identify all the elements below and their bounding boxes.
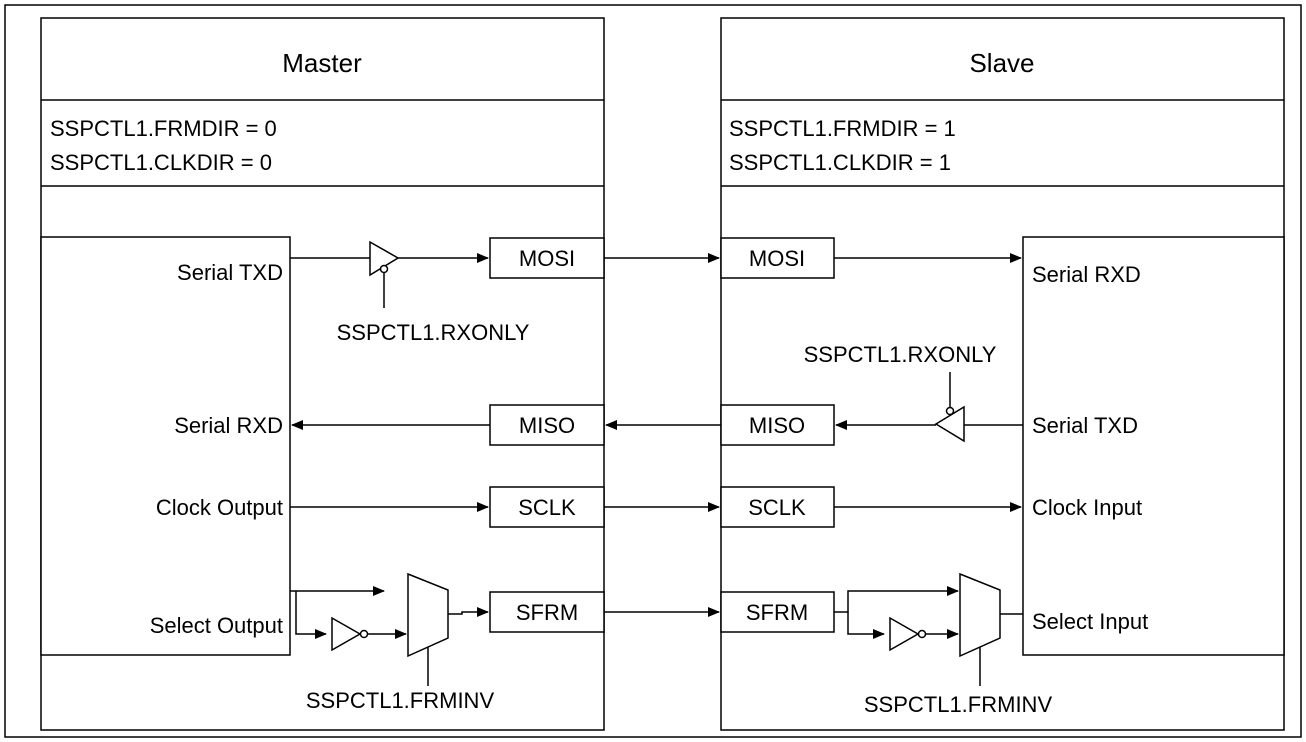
master-select-mux [290,572,489,686]
master-frmdir-config: SSPCTL1.FRMDIR = 0 [50,116,277,141]
master-select-inverter [331,616,362,652]
slave-select-input-label: Select Input [1032,609,1148,634]
slave-select-mux [834,572,1023,686]
slave-txd-buffer: SSPCTL1.RXONLY [804,342,1023,443]
master-frminv-label: SSPCTL1.FRMINV [306,688,495,713]
slave-sfrm-label: SFRM [746,600,808,625]
master-sfrm-pin [489,591,605,633]
master-controller-box [40,236,291,656]
slave-clkdir-config: SSPCTL1.CLKDIR = 1 [729,150,951,175]
slave-miso-label: MISO [749,413,805,438]
slave-sclk-label: SCLK [748,495,806,520]
master-sclk-pin [489,486,605,528]
master-sfrm-label: SFRM [516,600,578,625]
slave-mosi-pin [720,237,835,279]
master-serial-txd-label: Serial TXD [177,260,283,285]
slave-miso-pin [720,404,835,446]
master-clock-output-label: Clock Output [156,495,283,520]
slave-serial-rxd-label: Serial RXD [1032,262,1141,287]
slave-frmdir-config: SSPCTL1.FRMDIR = 1 [729,116,956,141]
master-sclk-label: SCLK [518,495,576,520]
master-rxonly-label: SSPCTL1.RXONLY [337,320,530,345]
master-clkdir-config: SSPCTL1.CLKDIR = 0 [50,150,272,175]
master-frminv-mux [407,572,449,658]
slave-frminv-label: SSPCTL1.FRMINV [864,692,1053,717]
master-mosi-label: MOSI [519,246,575,271]
master-miso-label: MISO [519,413,575,438]
interconnect-wires [604,253,721,617]
master-serial-rxd-label: Serial RXD [174,413,283,438]
slave-block: Slave SSPCTL1.FRMDIR = 1 SSPCTL1.CLKDIR … [720,17,1285,731]
slave-mosi-label: MOSI [749,246,805,271]
master-block: Master SSPCTL1.FRMDIR = 0 SSPCTL1.CLKDIR… [40,17,605,731]
slave-serial-txd-label: Serial TXD [1032,413,1138,438]
master-miso-pin [489,404,605,446]
slave-controller-box [1022,236,1285,656]
master-txd-buffer [290,240,489,308]
master-title: Master [282,48,362,78]
slave-clock-input-label: Clock Input [1032,495,1142,520]
slave-frminv-mux [959,572,1001,658]
slave-rxonly-label: SSPCTL1.RXONLY [804,342,997,367]
slave-title: Slave [969,48,1034,78]
slave-select-inverter [889,616,920,652]
outer-frame [4,4,1302,738]
master-select-output-label: Select Output [150,613,283,638]
